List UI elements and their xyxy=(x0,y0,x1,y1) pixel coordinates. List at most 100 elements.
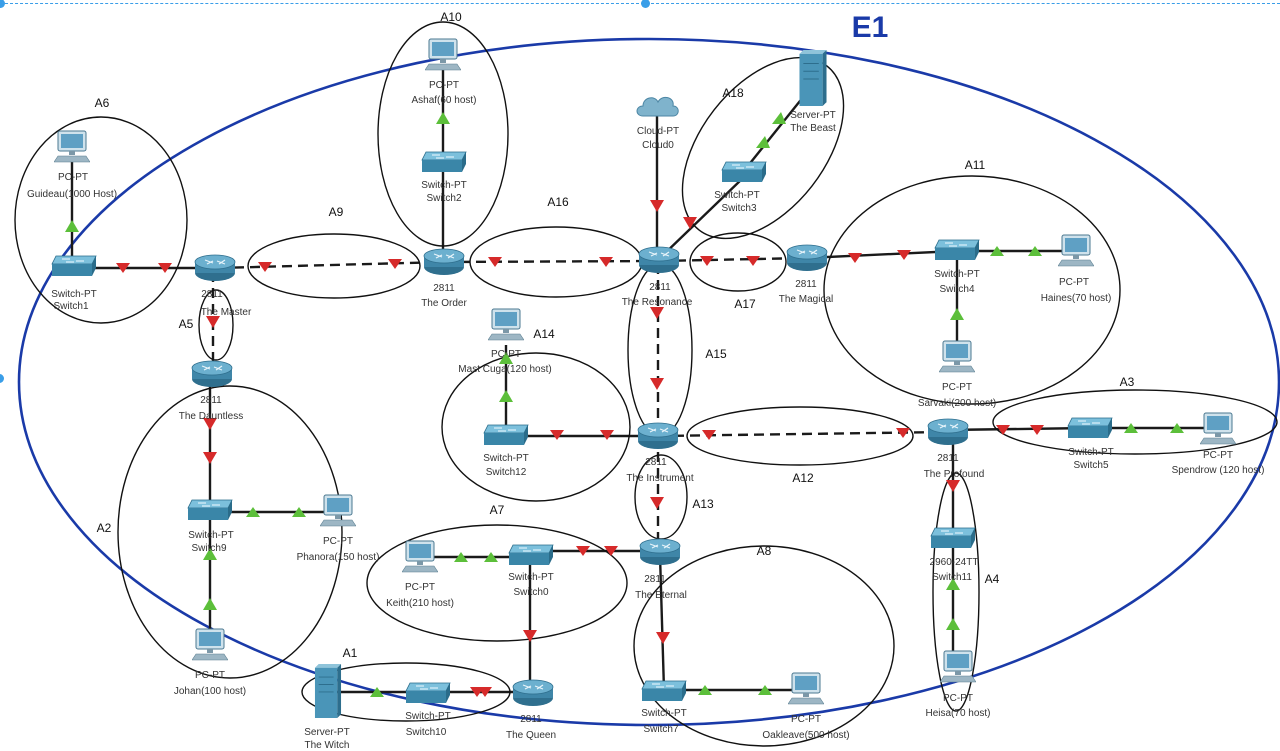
area-label-a16: A16 xyxy=(547,195,569,209)
server-witch-name: The Witch xyxy=(304,740,349,751)
red-arrow xyxy=(1030,425,1044,435)
pc-icon xyxy=(488,308,524,341)
switch5-name: Switch5 xyxy=(1073,460,1108,471)
red-arrow xyxy=(488,257,502,267)
pc-icon xyxy=(425,38,461,71)
area-label-a18: A18 xyxy=(722,86,744,100)
link-resonance-magical xyxy=(659,256,807,263)
green-arrow xyxy=(484,552,498,562)
green-arrow xyxy=(758,685,772,695)
red-arrow xyxy=(897,250,911,260)
router-icon xyxy=(786,244,828,272)
router-dauntless-type: 2811 xyxy=(200,395,222,406)
router-queen-type: 2811 xyxy=(520,714,542,725)
area-label-a8: A8 xyxy=(757,544,772,558)
switch-icon xyxy=(51,255,97,277)
pc-icon xyxy=(940,650,976,683)
switch0-name: Switch0 xyxy=(513,587,548,598)
cloud0-type: Cloud-PT xyxy=(637,126,679,137)
area-label-a2: A2 xyxy=(97,521,112,535)
switch-icon xyxy=(1067,417,1113,439)
top-handle-left xyxy=(0,0,5,8)
pc-icon xyxy=(939,340,975,373)
switch1-name: Switch1 xyxy=(53,301,88,312)
green-arrow xyxy=(756,136,770,148)
switch-icon xyxy=(405,682,451,704)
red-arrow xyxy=(576,546,590,556)
area-ellipse-a18 xyxy=(681,56,845,240)
red-arrow xyxy=(683,217,697,229)
green-arrow xyxy=(370,687,384,697)
switch-icon xyxy=(934,239,980,261)
red-arrow xyxy=(650,497,664,509)
area-ellipse-a4 xyxy=(932,472,980,712)
green-arrow xyxy=(772,112,786,124)
red-arrow xyxy=(158,263,172,273)
red-arrow xyxy=(523,630,537,642)
red-arrow xyxy=(478,687,492,697)
area-label-a10: A10 xyxy=(440,10,462,24)
area-labels: A1 A2 A3 A4 A5 A6 A7 A8 A9 A10 A11 A12 A… xyxy=(95,10,1135,660)
area-ellipse-a6 xyxy=(14,116,188,324)
switch10-name: Switch10 xyxy=(406,727,447,738)
pc-ashaf-name: Ashaf(60 host) xyxy=(411,95,476,106)
link-resonance-switch3 xyxy=(659,177,744,259)
pc-icon xyxy=(320,494,356,527)
pc-phanora-type: PC-PT xyxy=(323,536,353,547)
server-beast-type: Server-PT xyxy=(790,110,836,121)
area-label-a9: A9 xyxy=(329,205,344,219)
server-icon xyxy=(314,664,342,718)
router-icon xyxy=(191,360,233,388)
red-arrow xyxy=(746,256,760,266)
pc-guideau-name: Guideau(1000 Host) xyxy=(27,189,117,200)
red-arrow xyxy=(258,262,272,272)
switch-icon xyxy=(641,680,687,702)
green-arrow xyxy=(950,308,964,320)
pc-johan-name: Johan(100 host) xyxy=(174,686,246,697)
green-arrow xyxy=(946,578,960,590)
red-arrow xyxy=(650,307,664,319)
pc-johan-type: PC-PT xyxy=(195,670,225,681)
area-label-a3: A3 xyxy=(1120,375,1135,389)
pc-icon xyxy=(1200,412,1236,445)
area-ellipse-a7 xyxy=(366,524,628,642)
router-order-type: 2811 xyxy=(433,283,455,294)
green-arrow xyxy=(1028,246,1042,256)
switch4-name: Switch4 xyxy=(939,284,974,295)
red-arrow xyxy=(702,430,716,440)
pc-icon xyxy=(1058,234,1094,267)
arrows-red xyxy=(116,200,1044,697)
pc-heisa-type: PC-PT xyxy=(943,693,973,704)
router-instrument-type: 2811 xyxy=(645,457,667,468)
pc-spendrow-name: Spendrow (120 host) xyxy=(1172,465,1265,476)
green-arrow xyxy=(499,390,513,402)
switch-icon xyxy=(187,499,233,521)
area-ellipse-a5 xyxy=(198,289,234,361)
green-arrow xyxy=(203,548,217,560)
pc-sarvaki-type: PC-PT xyxy=(942,382,972,393)
red-arrow xyxy=(996,425,1010,435)
device-labels: Cloud-PT Cloud0 Server-PT The Beast Serv… xyxy=(27,80,1264,751)
area-label-a12: A12 xyxy=(792,471,814,485)
red-arrow xyxy=(600,430,614,440)
green-arrow xyxy=(246,507,260,517)
switch11-type: 2960-24TT xyxy=(930,557,979,568)
pc-ashaf-type: PC-PT xyxy=(429,80,459,91)
switch12-type: Switch-PT xyxy=(483,453,529,464)
server-icon xyxy=(798,50,828,106)
green-arrow xyxy=(292,507,306,517)
server-witch-type: Server-PT xyxy=(304,727,350,738)
green-arrow xyxy=(203,598,217,610)
arrows-green xyxy=(65,112,1184,697)
green-arrow xyxy=(1170,423,1184,433)
red-arrow xyxy=(650,378,664,390)
switch-icon xyxy=(483,424,529,446)
router-magical-name: The Magical xyxy=(779,294,833,305)
switch9-type: Switch-PT xyxy=(188,530,234,541)
pc-spendrow-type: PC-PT xyxy=(1203,450,1233,461)
area-label-a4: A4 xyxy=(985,572,1000,586)
server-beast-name: The Beast xyxy=(790,123,836,134)
red-arrow xyxy=(700,256,714,266)
area-ellipse-a2 xyxy=(117,385,343,679)
